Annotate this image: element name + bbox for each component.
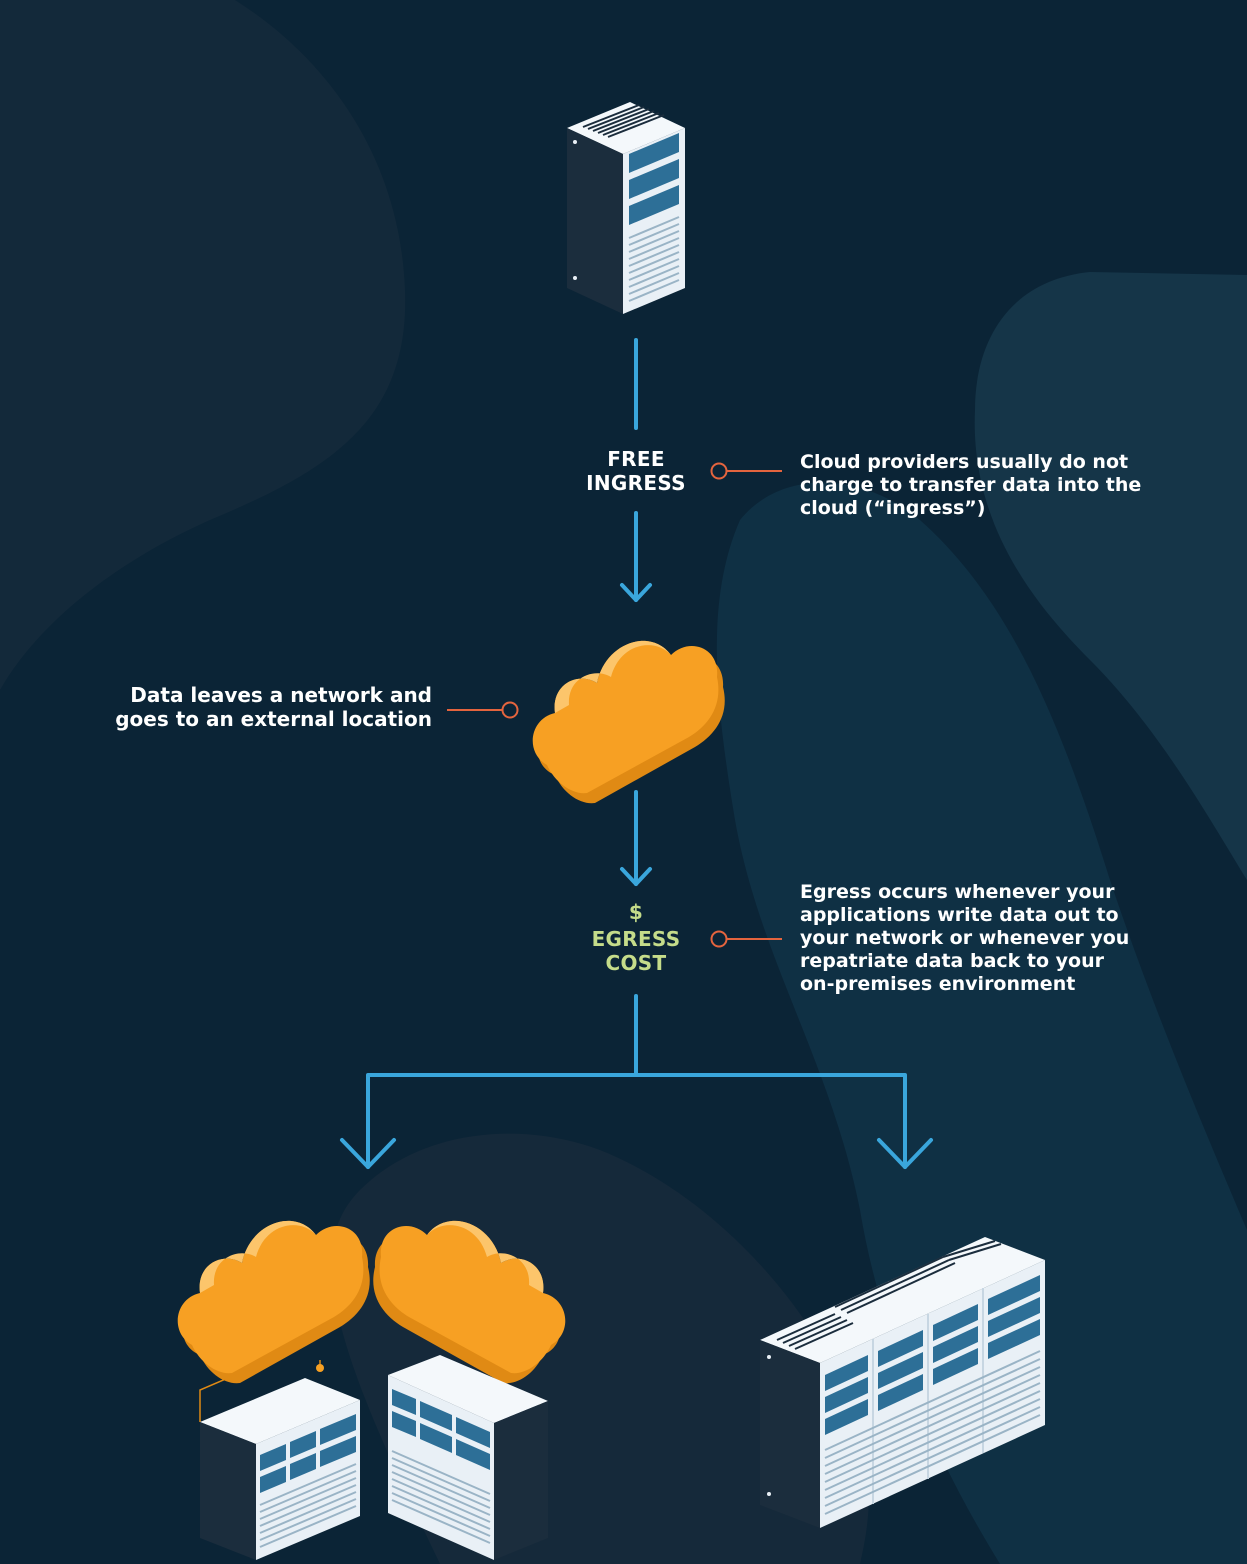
egress-occurs-line1: Egress occurs whenever your	[800, 881, 1115, 903]
hybrid-cloud-right-cloud-icon	[373, 1220, 566, 1384]
arrow-head-to-multi-cloud	[340, 1138, 396, 1169]
egress-cost-symbol: $	[628, 900, 644, 924]
egress-cost-line1: EGRESS	[591, 927, 681, 951]
connector-dot-egress-definition	[501, 701, 519, 719]
egress-occurs-line3: your network or whenever you	[800, 927, 1130, 949]
free-ingress-line2: INGRESS	[586, 471, 686, 495]
ingress-note-line3: cloud (“ingress”)	[800, 497, 986, 519]
connector-dot-ingress	[710, 462, 728, 480]
arrow-head-to-on-premises	[877, 1138, 933, 1169]
egress-occurs-line2: applications write data out to	[800, 904, 1119, 926]
egress-definition-line2: goes to an external location	[115, 707, 432, 731]
hybrid-cloud-left-cloud-icon	[177, 1220, 370, 1384]
bg-blob-mid-right	[716, 482, 1247, 1564]
arrow-head-to-egress	[620, 867, 652, 886]
egress-cost-label: $ EGRESS COST	[566, 900, 706, 975]
egress-definition-line1: Data leaves a network and	[130, 683, 432, 707]
ingress-note: Cloud providers usually do not charge to…	[800, 451, 1220, 520]
free-ingress-line1: FREE	[607, 447, 665, 471]
egress-occurs-line4: repatriate data back to your	[800, 950, 1105, 972]
bg-blob-right	[974, 272, 1247, 880]
connector-dot-egress	[710, 930, 728, 948]
egress-cost-line2: COST	[605, 951, 667, 975]
server-rack-icon	[567, 102, 685, 314]
on-premises-datacenter-icon	[760, 1237, 1045, 1528]
arrow-head-to-cloud	[620, 583, 652, 602]
egress-occurs-note: Egress occurs whenever your applications…	[800, 881, 1220, 996]
hybrid-cloud-right-racks-icon	[388, 1355, 548, 1560]
free-ingress-label: FREE INGRESS	[566, 447, 706, 495]
ingress-note-line1: Cloud providers usually do not	[800, 451, 1129, 473]
bg-blob-left	[0, 0, 406, 690]
egress-occurs-line5: on-premises environment	[800, 973, 1076, 995]
hybrid-cloud-left-racks-icon	[199, 1360, 360, 1560]
ingress-note-line2: charge to transfer data into the	[800, 474, 1142, 496]
cloud-icon	[532, 640, 725, 804]
egress-definition-note: Data leaves a network and goes to an ext…	[60, 683, 432, 731]
